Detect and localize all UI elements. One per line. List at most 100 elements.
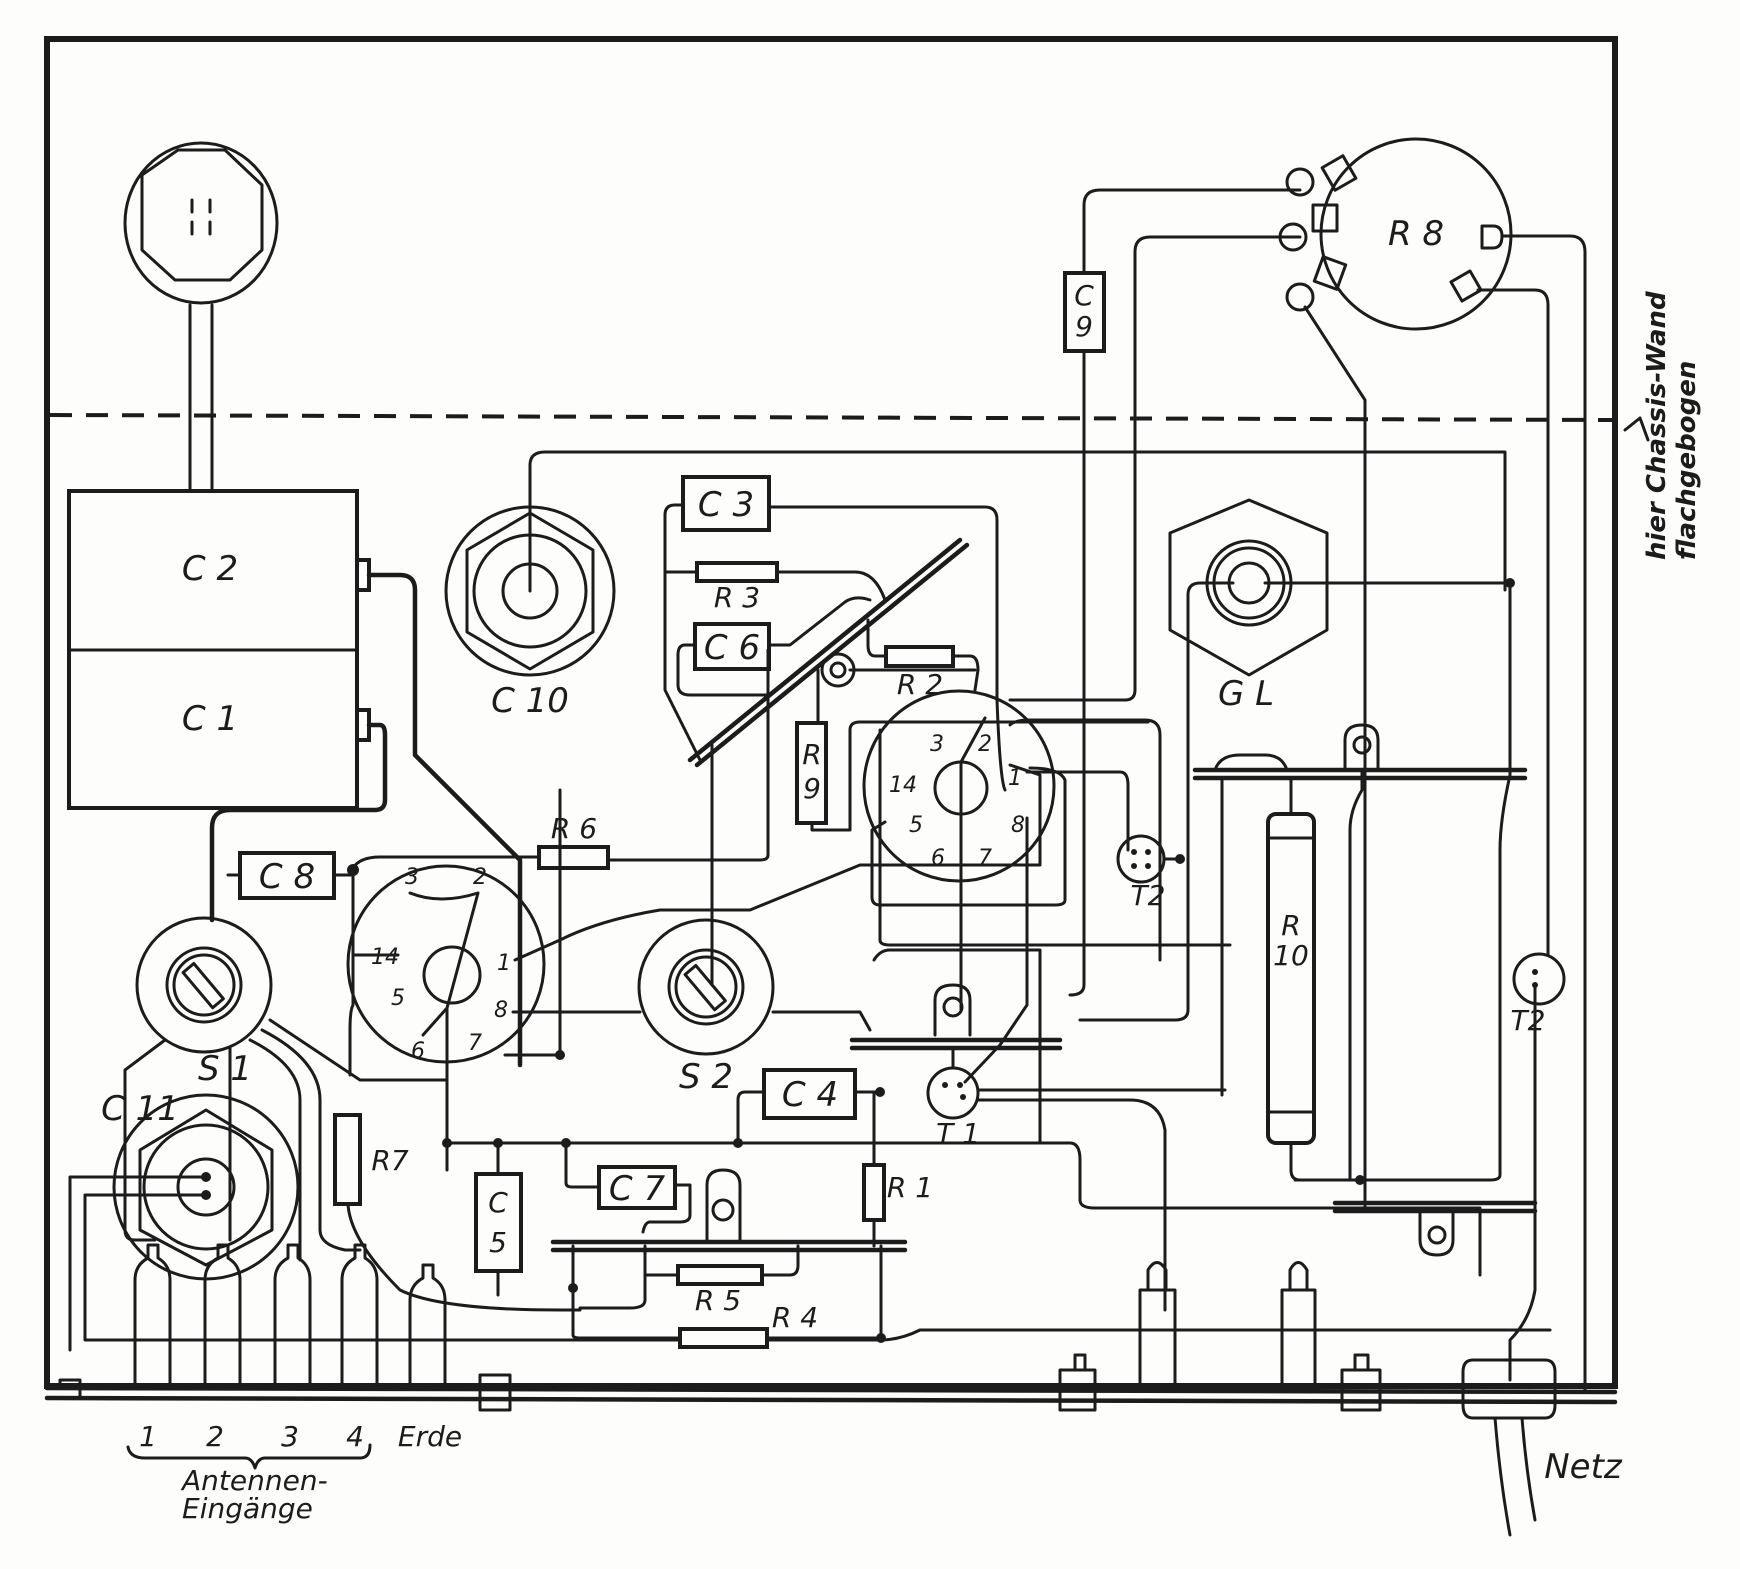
- capacitor-block-c1-c2: C 2 C 1: [67, 489, 371, 810]
- capacitor-c11: C 11: [68, 1089, 1552, 1352]
- label-c3: C 3: [698, 485, 754, 525]
- chassis-note-line1: hier Chassis-Wand: [1642, 291, 1672, 560]
- svg-text:2: 2: [978, 732, 992, 757]
- switch-s2: S 2: [637, 918, 872, 1097]
- mains-cable: [1493, 1416, 1537, 1537]
- antenna-sockets: [58, 1243, 512, 1412]
- svg-text:6: 6: [931, 846, 945, 871]
- ground-label: Erde: [398, 1420, 462, 1453]
- wire: [1008, 235, 1302, 702]
- label-c11: C 11: [101, 1089, 179, 1129]
- capacitor-c4: [762, 1068, 857, 1120]
- label-t2-socket: T2: [1131, 879, 1166, 912]
- label-t1: T 1: [936, 1117, 980, 1150]
- tube-socket-left: 3 2 14 1 5 8 6 7: [346, 763, 1042, 1172]
- antenna-caption-line1: Antennen-: [180, 1464, 328, 1497]
- label-c7: C 7: [609, 1169, 666, 1209]
- svg-text:14: 14: [889, 773, 917, 798]
- antenna-caption-line2: Eingänge: [182, 1492, 313, 1525]
- label-gl: G L: [1218, 674, 1274, 714]
- tag-strip-lower-right: [1332, 1200, 1538, 1214]
- dial-knob: [123, 141, 279, 492]
- chassis-note-line2: flachgebogen: [1672, 361, 1702, 560]
- resistor-r6: [537, 845, 610, 870]
- antenna-label-4: 4: [346, 1420, 364, 1453]
- capacitor-c9: [1063, 271, 1106, 353]
- wire: [1293, 581, 1512, 1182]
- svg-text:14: 14: [371, 945, 399, 970]
- label-t2-lamp: T2: [1511, 1004, 1546, 1037]
- label-c8: C 8: [259, 857, 315, 897]
- antenna-label-1: 1: [139, 1420, 157, 1453]
- label-c4: C 4: [782, 1075, 838, 1115]
- label-c5-top: C: [488, 1186, 508, 1219]
- tag-strip-group: C 3 R 3 C 6 R 2 R 9: [606, 475, 1150, 987]
- svg-text:2: 2: [473, 865, 487, 890]
- label-r5: R 5: [695, 1284, 741, 1317]
- mains-label: Netz: [1544, 1447, 1623, 1487]
- svg-text:5: 5: [909, 813, 923, 838]
- bend-line: [49, 413, 1616, 422]
- label-c1: C 1: [182, 699, 238, 739]
- antenna-label-2: 2: [206, 1420, 224, 1453]
- label-c9-top: C: [1074, 279, 1094, 312]
- label-r2: R 2: [897, 668, 943, 701]
- pilot-lamp-gl: G L: [1078, 498, 1515, 1022]
- tube-socket-right: 3 2 14 1 5 8 6 7: [862, 689, 1232, 1084]
- resistor-r9: [795, 721, 828, 825]
- chassis-frame: [44, 36, 1618, 1389]
- svg-text:8: 8: [1011, 813, 1025, 838]
- label-r6: R 6: [551, 812, 597, 845]
- wire: [209, 722, 388, 923]
- resistor-r5: [676, 1264, 764, 1286]
- label-c5-bottom: 5: [489, 1226, 507, 1259]
- resistor-r2: [884, 645, 955, 668]
- label-r3: R 3: [714, 581, 760, 614]
- r6-c8-group: R 6 C 8: [226, 812, 610, 1077]
- wire: [346, 1202, 582, 1312]
- wire: [1213, 723, 1380, 1182]
- wire: [1068, 188, 1302, 997]
- tag-strip-right: [1192, 767, 1528, 781]
- resistor-r3: [695, 561, 779, 583]
- lamp-t2: T2: [1508, 952, 1566, 1382]
- label-r4: R 4: [772, 1301, 818, 1334]
- wire: [366, 572, 523, 1068]
- bracket: [1418, 1209, 1455, 1257]
- antenna-brace: [126, 1443, 372, 1470]
- front-panel-edge: [44, 1385, 1618, 1405]
- svg-text:3: 3: [405, 865, 419, 890]
- label-r1: R 1: [887, 1171, 933, 1204]
- label-r9-top: R: [802, 738, 821, 771]
- capacitor-c3: [681, 475, 771, 532]
- antenna-label-3: 3: [281, 1420, 299, 1453]
- potentiometer-r8: R 8: [1278, 137, 1587, 1392]
- label-c10: C 10: [491, 681, 569, 721]
- label-s2: S 2: [679, 1057, 733, 1097]
- svg-text:8: 8: [494, 998, 508, 1023]
- label-r10-bottom: 10: [1273, 939, 1309, 972]
- ground-bus: [445, 1141, 1482, 1277]
- label-r9-bottom: 9: [803, 772, 821, 805]
- svg-text:5: 5: [391, 986, 405, 1011]
- resistor-r10: R 10: [1266, 776, 1316, 1182]
- svg-text:3: 3: [930, 732, 944, 757]
- socket-t1: T 1: [849, 983, 1227, 1312]
- label-r10-top: R: [1281, 909, 1300, 942]
- label-c9-bottom: 9: [1075, 310, 1093, 343]
- label-c2: C 2: [182, 549, 238, 589]
- bottom-standoffs: [1058, 1261, 1557, 1420]
- svg-text:7: 7: [468, 1031, 482, 1056]
- label-r7: R7: [371, 1144, 408, 1177]
- svg-text:1: 1: [497, 951, 511, 976]
- socket-t2: T2: [1116, 834, 1185, 912]
- svg-text:7: 7: [978, 846, 992, 871]
- label-c6: C 6: [704, 628, 760, 668]
- svg-text:1: 1: [1008, 766, 1022, 791]
- lower-tag-strip: C 7 R 5 R 4 C 4 R 1: [550, 948, 1042, 1349]
- arrow-icon: [1623, 416, 1650, 442]
- label-r8: R 8: [1388, 214, 1444, 254]
- svg-text:6: 6: [411, 1039, 425, 1064]
- label-s1: S 1: [198, 1049, 252, 1089]
